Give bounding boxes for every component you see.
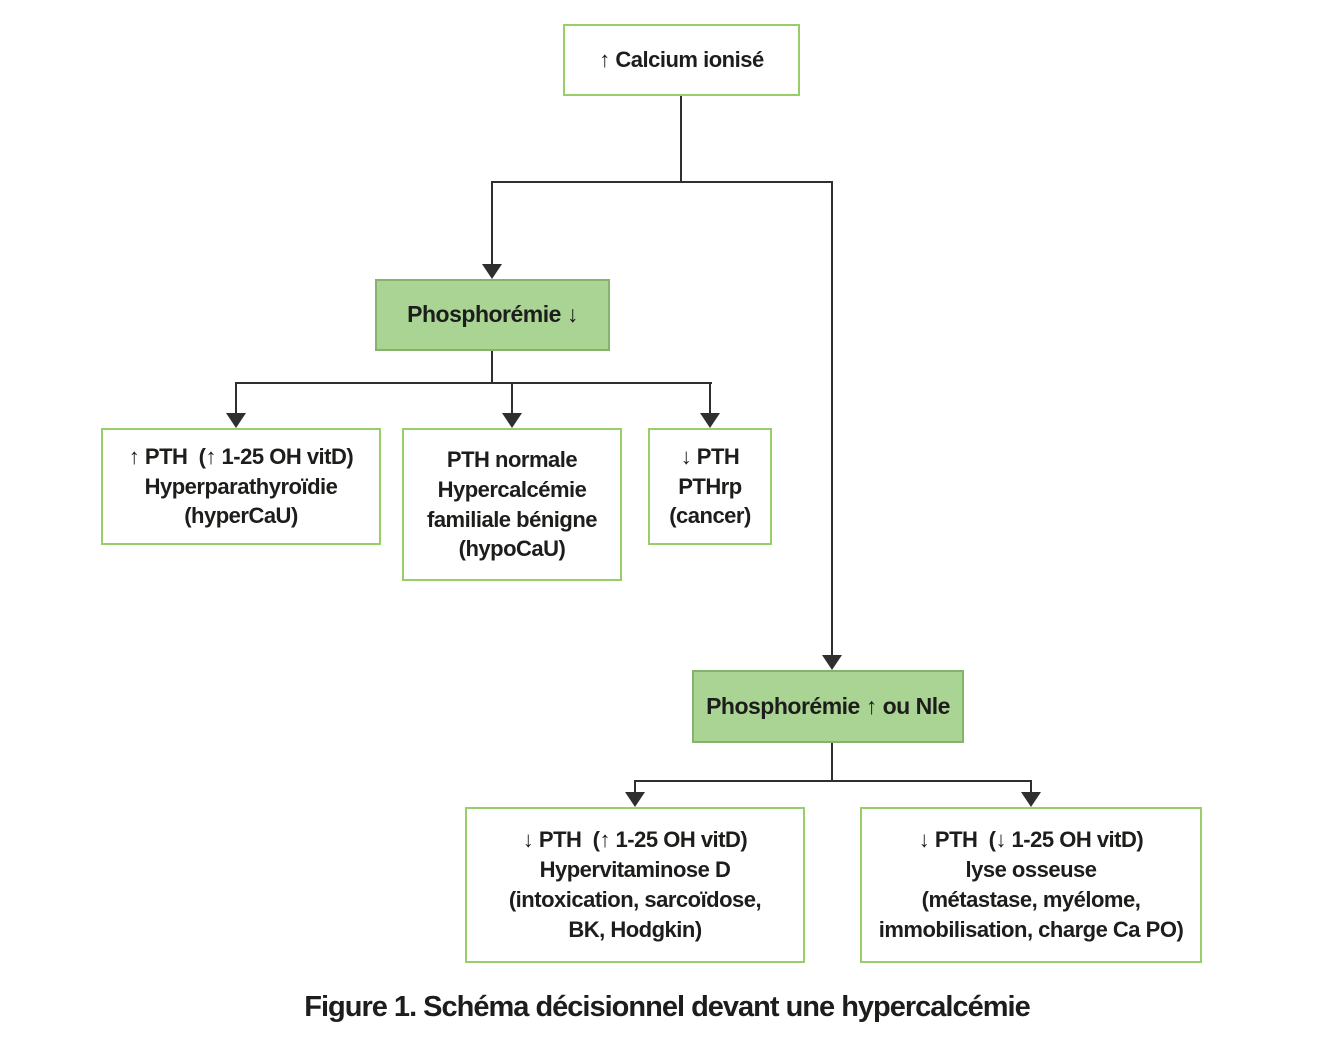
connector-line <box>831 743 833 782</box>
arrowhead-icon <box>822 655 842 670</box>
connector-line <box>709 382 711 415</box>
arrowhead-icon <box>502 413 522 428</box>
node-hypervitaminose-d: ↓ PTH (↑ 1-25 OH vitD) Hypervitaminose D… <box>465 807 805 963</box>
node-lyse-osseuse: ↓ PTH (↓ 1-25 OH vitD) lyse osseuse (mét… <box>860 807 1202 963</box>
connector-line <box>1030 780 1032 794</box>
figure-caption: Figure 1. Schéma décisionnel devant une … <box>304 991 1030 1023</box>
arrowhead-icon <box>625 792 645 807</box>
connector-line <box>634 780 636 794</box>
arrowhead-icon <box>700 413 720 428</box>
connector-line <box>634 780 1032 782</box>
node-hyperparathyroidie: ↑ PTH (↑ 1-25 OH vitD) Hyperparathyroïdi… <box>101 428 381 545</box>
connector-line <box>511 382 513 415</box>
connector-line <box>680 96 682 182</box>
node-phosphoremie-basse: Phosphorémie ↓ <box>375 279 610 351</box>
connector-line <box>235 382 237 415</box>
arrowhead-icon <box>482 264 502 279</box>
arrowhead-icon <box>1021 792 1041 807</box>
node-pthrp-cancer: ↓ PTH PTHrp (cancer) <box>648 428 772 545</box>
node-hypercalcemie-familiale: PTH normale Hypercalcémie familiale béni… <box>402 428 622 581</box>
connector-line <box>491 351 493 384</box>
arrowhead-icon <box>226 413 246 428</box>
connector-line <box>235 382 712 384</box>
connector-line <box>831 181 833 657</box>
connector-line <box>491 181 493 266</box>
node-phosphoremie-haute-ou-normale: Phosphorémie ↑ ou Nle <box>692 670 964 743</box>
node-calcium-ionise: ↑ Calcium ionisé <box>563 24 800 96</box>
connector-line <box>491 181 833 183</box>
